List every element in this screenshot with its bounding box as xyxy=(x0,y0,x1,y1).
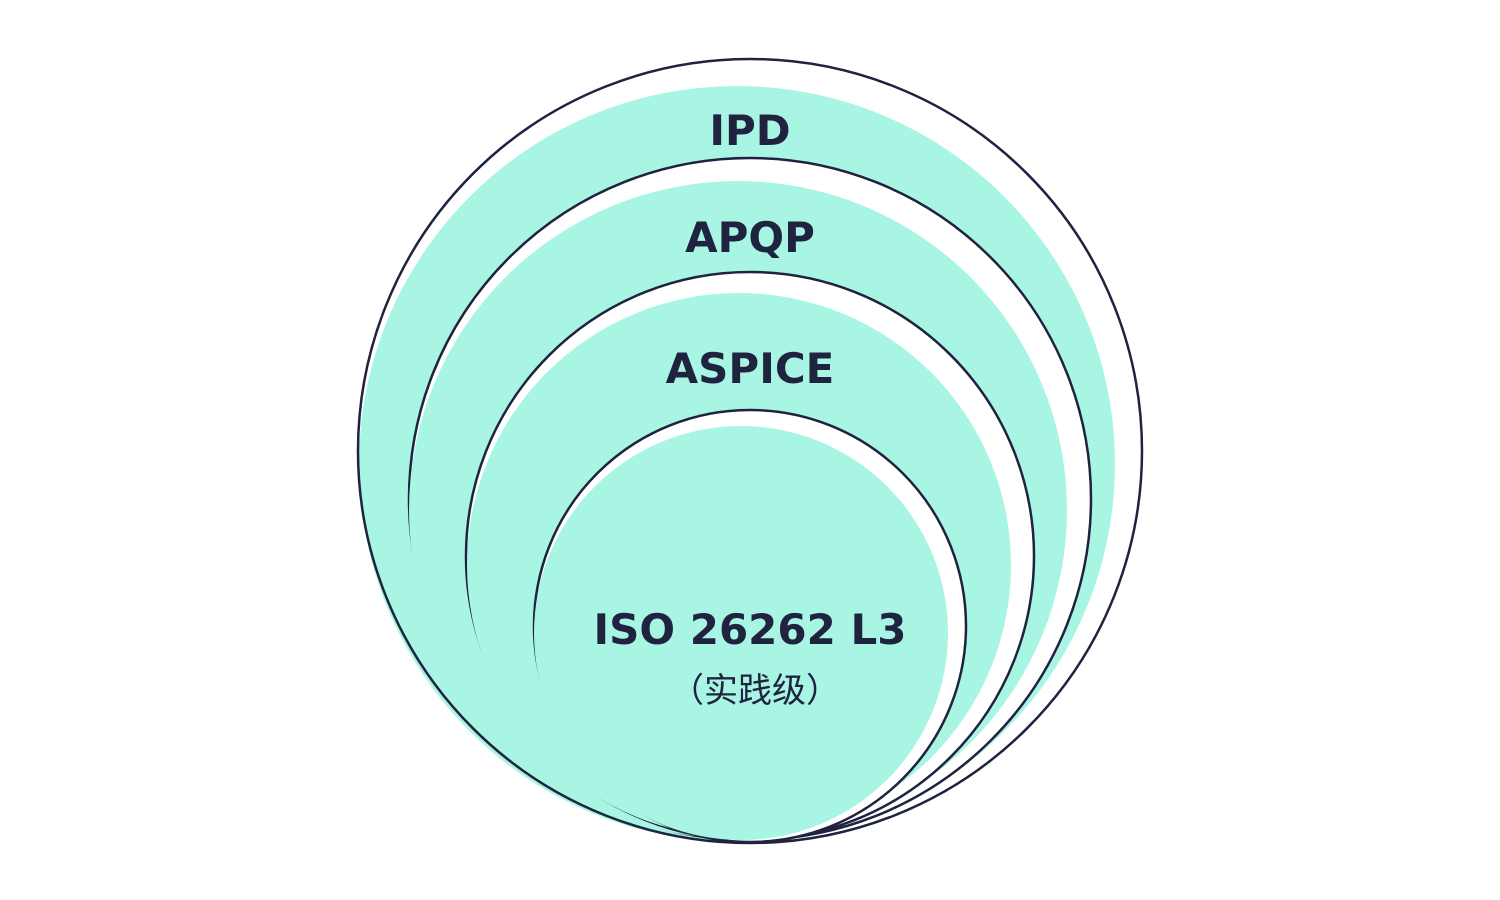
layer-iso26262: ISO 26262 L3 （实践级） xyxy=(532,408,968,844)
layer-apqp-label: APQP xyxy=(685,213,815,262)
layer-iso26262-label: ISO 26262 L3 xyxy=(594,605,907,654)
layer-ipd-label: IPD xyxy=(709,106,790,155)
layer-aspice-label: ASPICE xyxy=(666,344,835,393)
layer-iso26262-sublabel: （实践级） xyxy=(670,671,840,711)
layer-iso26262-fill xyxy=(534,426,948,840)
